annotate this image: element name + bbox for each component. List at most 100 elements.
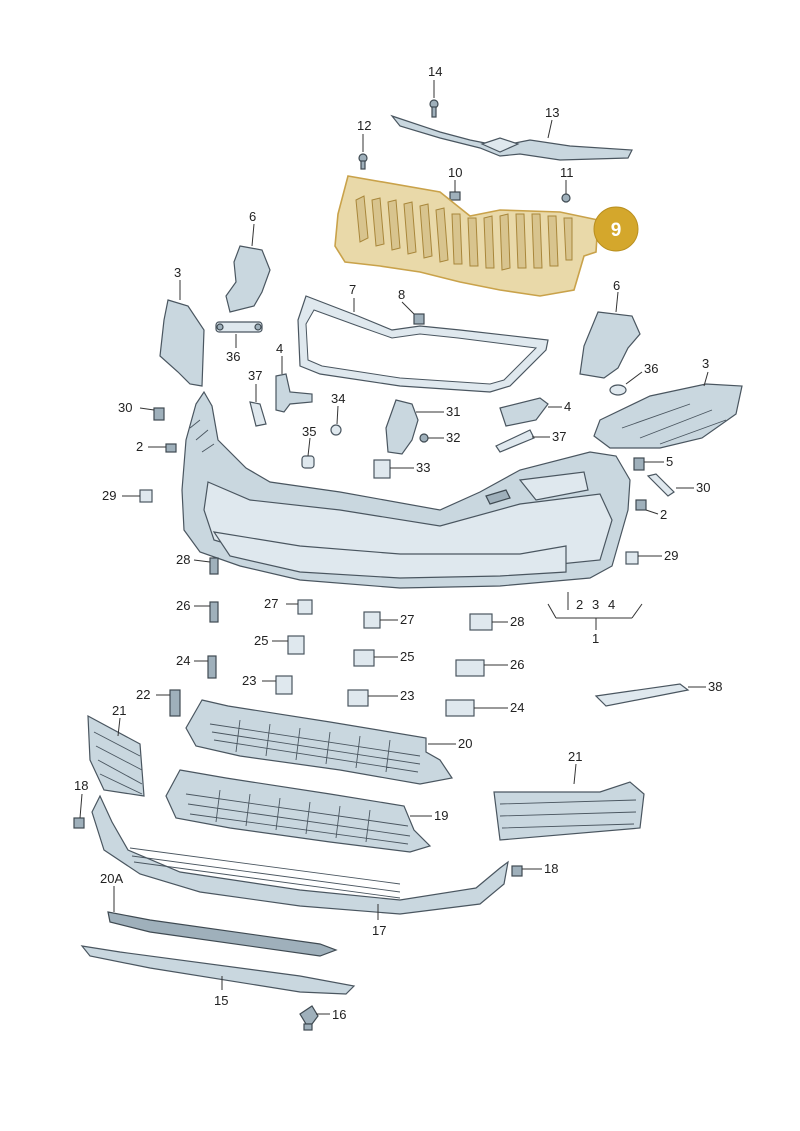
cap-35 <box>301 455 315 469</box>
clip-27-right <box>363 611 381 629</box>
clip-27-left <box>297 599 313 615</box>
label-1: 1 <box>592 631 599 646</box>
clip-26-right <box>455 659 485 677</box>
label-6-left: 6 <box>249 209 256 224</box>
clip-25-left <box>287 635 305 655</box>
bolt-5 <box>633 457 645 471</box>
label-25-right: 25 <box>400 649 414 664</box>
strip-30-right <box>646 473 675 497</box>
label-31: 31 <box>446 404 460 419</box>
trim-20A <box>107 911 338 957</box>
clip-28-right <box>469 613 493 631</box>
clip-22 <box>169 689 181 717</box>
label-25-left: 25 <box>254 633 268 648</box>
label-29-left: 29 <box>102 488 116 503</box>
side-grille-21-right <box>493 781 645 841</box>
label-35: 35 <box>302 424 316 439</box>
label-3-right: 3 <box>702 356 709 371</box>
label-29-right: 29 <box>664 548 678 563</box>
clip-24-right <box>445 699 475 717</box>
screw-12 <box>358 153 368 170</box>
label-19: 19 <box>434 808 448 823</box>
label-30-left: 30 <box>118 400 132 415</box>
bracket-3-left <box>159 299 205 387</box>
label-18-left: 18 <box>74 778 88 793</box>
clip-28-left <box>209 557 219 575</box>
label-2-left: 2 <box>136 439 143 454</box>
label-4-left: 4 <box>276 341 283 356</box>
label-1-sub-4: 4 <box>608 597 615 612</box>
label-28-right: 28 <box>510 614 524 629</box>
label-24-right: 24 <box>510 700 524 715</box>
clip-18-right <box>511 865 523 877</box>
label-21-right: 21 <box>568 749 582 764</box>
clip-23-left <box>275 675 293 695</box>
label-28-left: 28 <box>176 552 190 567</box>
bracket-31 <box>385 399 419 455</box>
label-33: 33 <box>416 460 430 475</box>
label-32: 32 <box>446 430 460 445</box>
rail-36-left <box>215 321 263 333</box>
label-1-sub-3: 3 <box>592 597 599 612</box>
label-24-left: 24 <box>176 653 190 668</box>
clip-10 <box>449 191 461 201</box>
clip-2-left <box>165 443 177 453</box>
clip-26-left <box>209 601 219 623</box>
label-14: 14 <box>428 64 442 79</box>
clip-29-right <box>625 551 639 565</box>
label-2-right: 2 <box>660 507 667 522</box>
label-30-right: 30 <box>696 480 710 495</box>
label-36-left: 36 <box>226 349 240 364</box>
label-13: 13 <box>545 105 559 120</box>
clip-2-right <box>635 499 647 511</box>
highlight-badge-9-label: 9 <box>611 220 622 241</box>
trim-strip-13 <box>390 114 633 161</box>
lower-grille-19 <box>165 769 432 853</box>
trim-strip-13-center <box>480 137 520 153</box>
clip-23-right <box>347 689 369 707</box>
label-1-sub-2: 2 <box>576 597 583 612</box>
bracket-6-left <box>225 245 271 313</box>
clip-8 <box>413 313 425 325</box>
label-34: 34 <box>331 391 345 406</box>
bracket-3-right <box>593 383 743 449</box>
label-8: 8 <box>398 287 405 302</box>
clip-29-left <box>139 489 153 503</box>
underbody-strip-15 <box>80 945 356 995</box>
label-26-left: 26 <box>176 598 190 613</box>
grille-9-highlighted <box>334 175 599 297</box>
highlight-badge-9 <box>593 206 639 252</box>
trim-37-right <box>495 429 535 453</box>
bracket-6-right <box>579 311 641 379</box>
label-36-right: 36 <box>644 361 658 376</box>
label-3-left: 3 <box>174 265 181 280</box>
label-7: 7 <box>349 282 356 297</box>
label-6-right: 6 <box>613 278 620 293</box>
clip-24-left <box>207 655 217 679</box>
cap-34 <box>330 424 342 436</box>
label-17: 17 <box>372 923 386 938</box>
label-23-left: 23 <box>242 673 256 688</box>
label-22: 22 <box>136 687 150 702</box>
trim-strip-38 <box>594 683 690 707</box>
label-18-right: 18 <box>544 861 558 876</box>
lower-spoiler-17 <box>91 794 509 915</box>
cap-36-right <box>609 384 627 396</box>
label-10: 10 <box>448 165 462 180</box>
label-20A: 20A <box>100 871 123 886</box>
label-27-left: 27 <box>264 596 278 611</box>
label-11: 11 <box>560 165 574 180</box>
label-38: 38 <box>708 679 722 694</box>
screw-32 <box>419 433 429 443</box>
label-23-right: 23 <box>400 688 414 703</box>
clip-30-left <box>153 407 165 421</box>
label-21-left: 21 <box>112 703 126 718</box>
label-27-right: 27 <box>400 612 414 627</box>
bracket-4-right <box>499 397 549 427</box>
label-20: 20 <box>458 736 472 751</box>
label-15: 15 <box>214 993 228 1008</box>
clip-18-left <box>73 817 85 829</box>
lower-grille-20 <box>185 699 454 785</box>
bracket-4-left <box>275 373 313 413</box>
